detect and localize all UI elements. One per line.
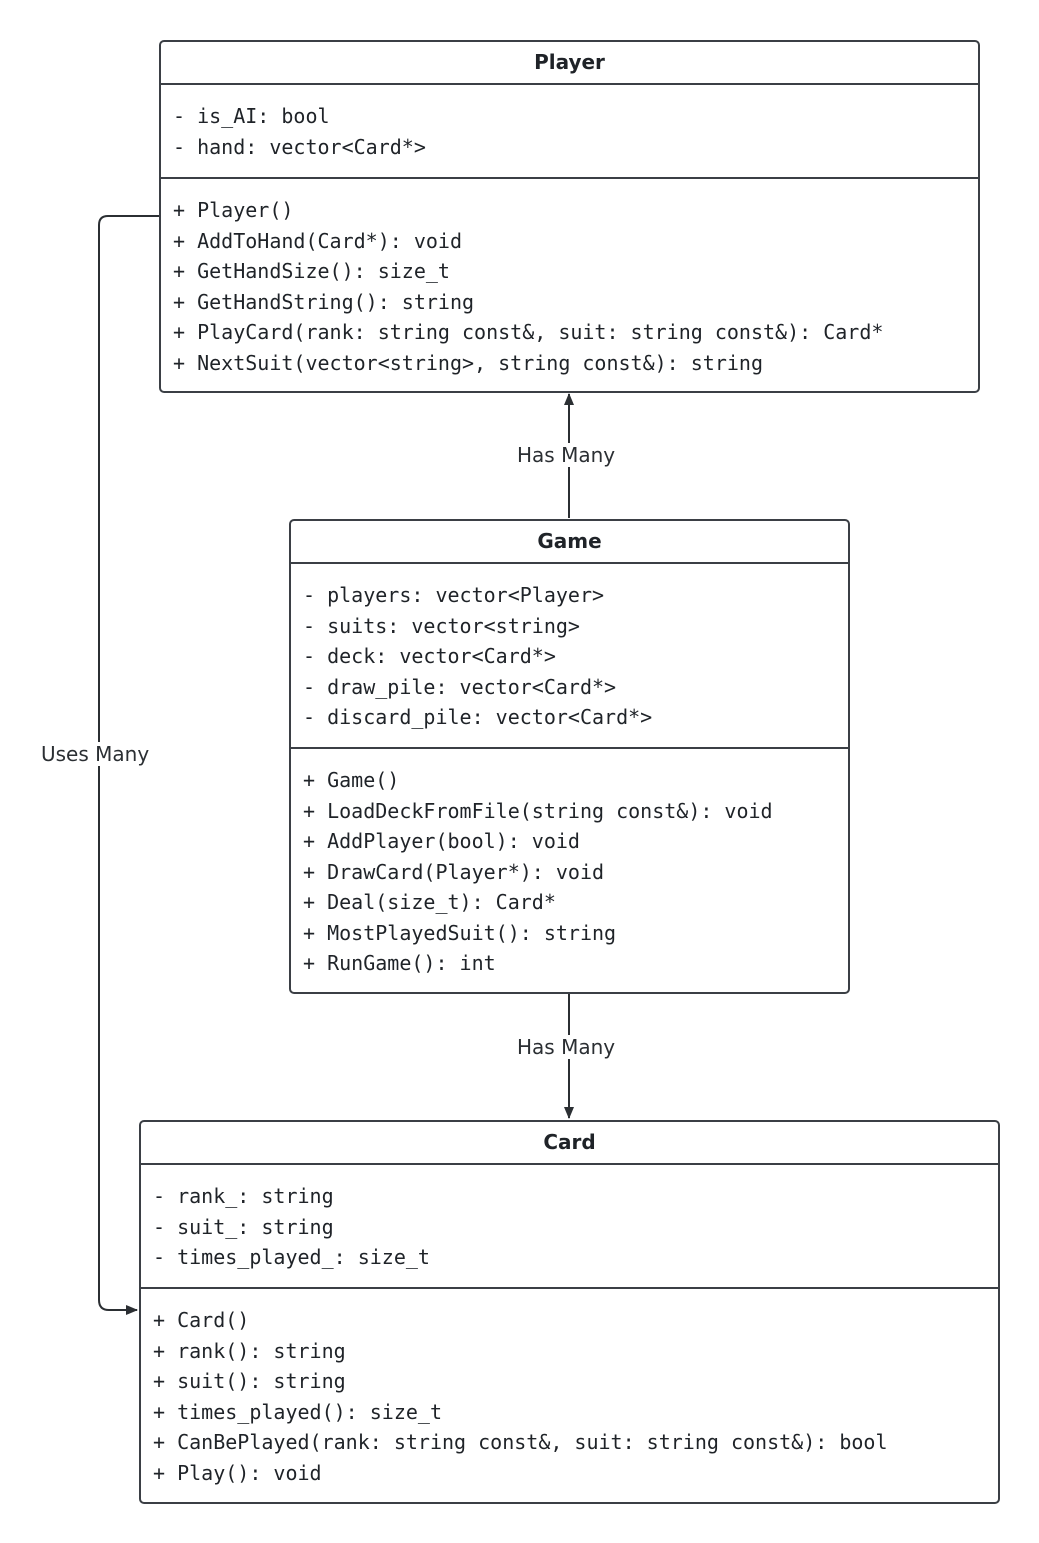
game-attribute: - discard_pile: vector<Card*> <box>303 705 653 729</box>
label-player-card-relation: Uses Many <box>39 742 152 766</box>
game-method: + RunGame(): int <box>303 951 496 975</box>
card-class-title: Card <box>141 1122 998 1165</box>
player-method: + Player() <box>173 198 294 222</box>
card-attribute: - times_played_: size_t <box>153 1245 430 1269</box>
game-class-title: Game <box>291 521 848 564</box>
player-methods: + Player() + AddToHand(Card*): void + Ge… <box>161 179 978 378</box>
player-method: + PlayCard(rank: string const&, suit: st… <box>173 320 884 344</box>
game-attribute: - players: vector<Player> <box>303 583 605 607</box>
card-class[interactable]: Card - rank_: string - suit_: string - t… <box>139 1120 1000 1504</box>
card-method: + suit(): string <box>153 1369 346 1393</box>
player-method: + GetHandSize(): size_t <box>173 259 450 283</box>
game-method: + Deal(size_t): Card* <box>303 890 556 914</box>
card-methods: + Card() + rank(): string + suit(): stri… <box>141 1289 998 1488</box>
game-method: + DrawCard(Player*): void <box>303 859 605 884</box>
game-method: + AddPlayer(bool): void <box>303 829 580 853</box>
card-attribute: - suit_: string <box>153 1214 334 1239</box>
player-method: + NextSuit(vector<string>, string const&… <box>173 350 764 375</box>
game-attribute: - draw_pile: vector<Card*> <box>303 674 617 699</box>
game-methods: + Game() + LoadDeckFromFile(string const… <box>291 749 848 979</box>
player-attribute: - hand: vector<Card*> <box>173 134 426 159</box>
player-attribute: - is_AI: bool <box>173 104 330 128</box>
card-method: + CanBePlayed(rank: string const&, suit:… <box>153 1430 888 1454</box>
label-game-card-relation: Has Many <box>515 1035 618 1059</box>
game-method: + LoadDeckFromFile(string const&): void <box>303 798 773 823</box>
card-attribute: - rank_: string <box>153 1184 334 1208</box>
game-attribute: - deck: vector<Card*> <box>303 644 556 668</box>
label-game-player-relation: Has Many <box>515 443 618 467</box>
game-attribute: - suits: vector<string> <box>303 613 580 638</box>
card-method: + times_played(): size_t <box>153 1399 442 1424</box>
game-method: + Game() <box>303 768 400 792</box>
card-method: + Play(): void <box>153 1460 322 1485</box>
player-method: + GetHandString(): string <box>173 289 475 314</box>
card-method: + Card() <box>153 1308 250 1332</box>
game-class[interactable]: Game - players: vector<Player> - suits: … <box>289 519 850 994</box>
game-attributes: - players: vector<Player> - suits: vecto… <box>291 564 848 749</box>
player-class-title: Player <box>161 42 978 85</box>
player-method: + AddToHand(Card*): void <box>173 228 462 253</box>
player-class[interactable]: Player - is_AI: bool - hand: vector<Card… <box>159 40 980 393</box>
card-method: + rank(): string <box>153 1338 346 1363</box>
player-attributes: - is_AI: bool - hand: vector<Card*> <box>161 85 978 179</box>
game-method: + MostPlayedSuit(): string <box>303 920 617 945</box>
card-attributes: - rank_: string - suit_: string - times_… <box>141 1165 998 1289</box>
